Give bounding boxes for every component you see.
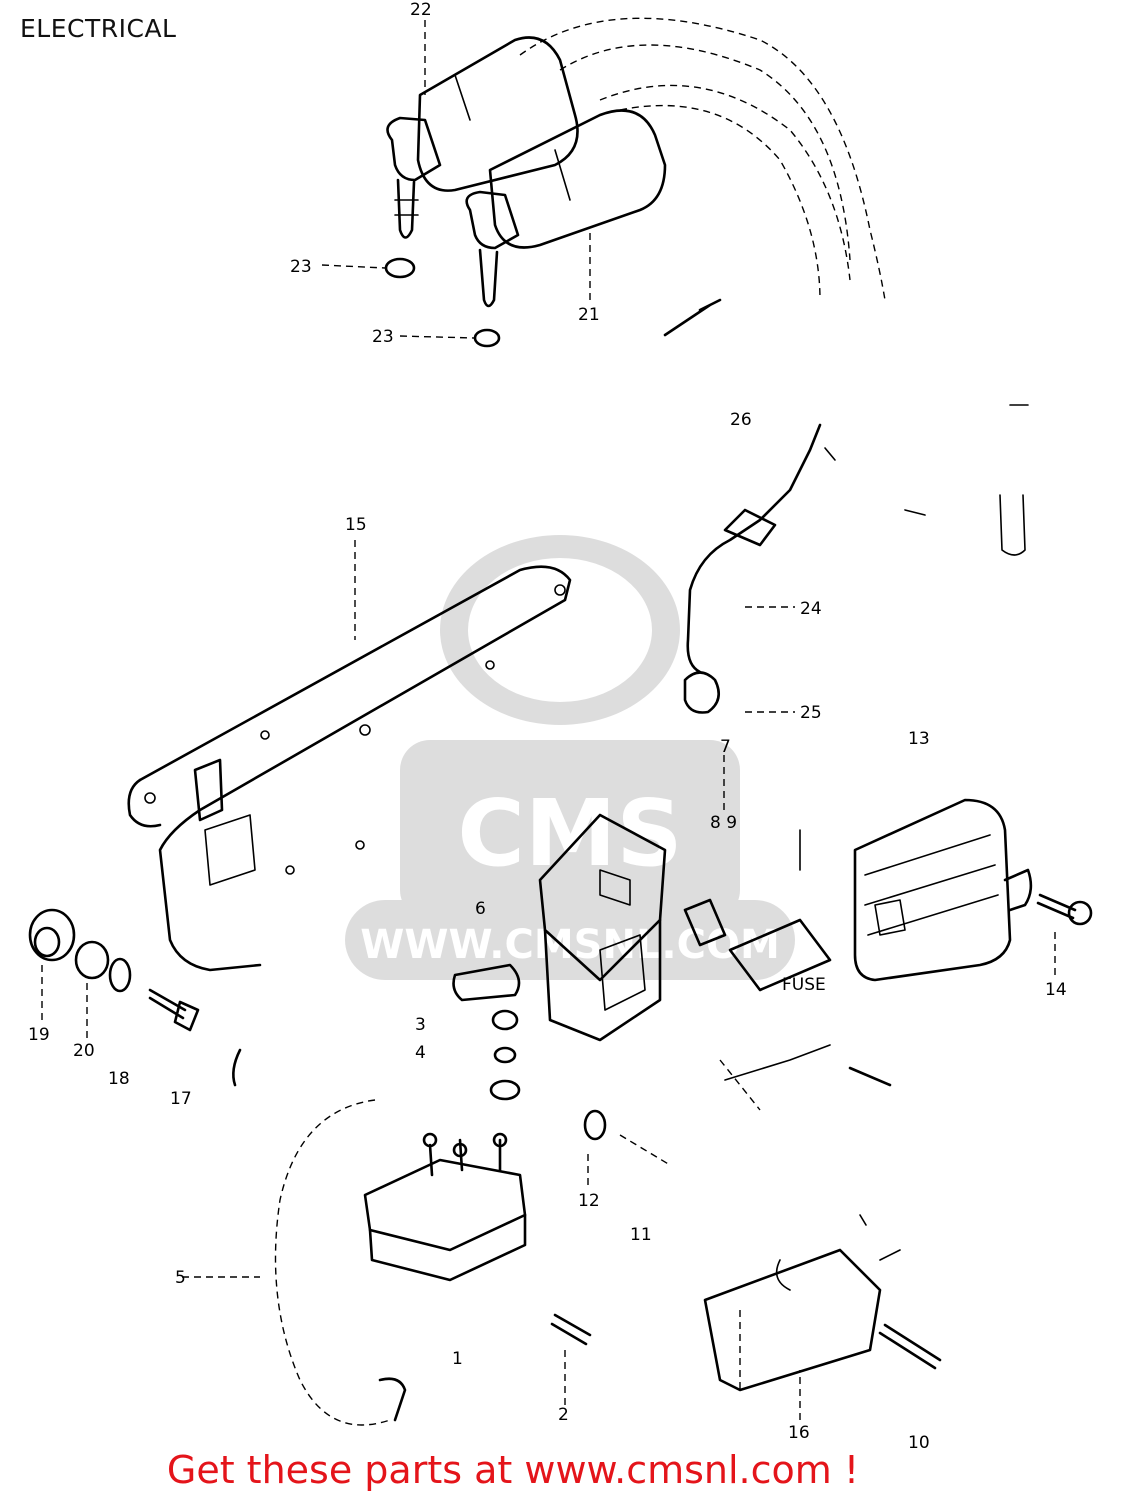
fuse-label: FUSE bbox=[782, 975, 826, 995]
electrical-mounting-plate[interactable] bbox=[127, 565, 572, 972]
part-callout-3[interactable]: 3 bbox=[415, 1015, 426, 1035]
part-callout-14[interactable]: 14 bbox=[1045, 980, 1067, 1000]
starter-relay-screw[interactable] bbox=[550, 1313, 592, 1346]
battery-case[interactable] bbox=[703, 1214, 901, 1392]
part-callout-15[interactable]: 15 bbox=[345, 515, 367, 535]
ignition-coil-front[interactable] bbox=[386, 36, 579, 239]
part-callout-24[interactable]: 24 bbox=[800, 599, 822, 619]
mounting-bolt[interactable] bbox=[148, 988, 200, 1032]
part-callout-1[interactable]: 1 bbox=[452, 1349, 463, 1369]
part-callout-7[interactable]: 7 bbox=[720, 737, 731, 757]
watermark-brand: CMS bbox=[457, 780, 682, 887]
cms-watermark-logo: CMS WWW.CMSNL.COM bbox=[345, 535, 795, 980]
part-callout-2[interactable]: 2 bbox=[558, 1405, 569, 1425]
part-callout-21[interactable]: 21 bbox=[578, 305, 600, 325]
washer[interactable] bbox=[108, 957, 132, 993]
terminal-nut-stack[interactable] bbox=[489, 1009, 521, 1101]
part-callout-11[interactable]: 11 bbox=[630, 1225, 652, 1245]
leader-lines bbox=[41, 20, 1056, 1420]
part-callout-20[interactable]: 20 bbox=[73, 1041, 95, 1061]
battery-vent-tube[interactable] bbox=[878, 1323, 942, 1370]
battery-cable[interactable] bbox=[683, 423, 836, 714]
fuse-box-assembly[interactable]: FUSE bbox=[538, 813, 832, 1111]
voltage-regulator[interactable] bbox=[799, 798, 1093, 982]
part-callout-8-9[interactable]: 8 9 bbox=[710, 813, 737, 833]
ignition-coil-rear[interactable] bbox=[465, 109, 667, 308]
part-callout-23-upper[interactable]: 23 bbox=[290, 257, 312, 277]
part-callout-22[interactable]: 22 bbox=[410, 0, 432, 20]
part-callout-10[interactable]: 10 bbox=[908, 1433, 930, 1453]
part-callout-18[interactable]: 18 bbox=[108, 1069, 130, 1089]
part-callout-26[interactable]: 26 bbox=[730, 410, 752, 430]
battery-lead[interactable] bbox=[232, 1048, 407, 1426]
starter-relay-cap[interactable] bbox=[452, 963, 521, 1002]
part-callout-13[interactable]: 13 bbox=[908, 729, 930, 749]
footer-shop-link[interactable]: Get these parts at www.cmsnl.com ! bbox=[0, 1448, 1146, 1492]
spark-plug-caps[interactable] bbox=[384, 257, 501, 348]
part-callout-4[interactable]: 4 bbox=[415, 1043, 426, 1063]
part-callout-16[interactable]: 16 bbox=[788, 1423, 810, 1443]
part-callout-19[interactable]: 19 bbox=[28, 1025, 50, 1045]
starter-relay[interactable] bbox=[363, 1132, 527, 1282]
part-callout-17[interactable]: 17 bbox=[170, 1089, 192, 1109]
part-callouts: 22 23 23 21 26 15 24 25 7 13 8 9 6 14 3 … bbox=[28, 0, 1067, 1453]
watermark-url: WWW.CMSNL.COM bbox=[360, 922, 780, 968]
footer-shop-link-text[interactable]: Get these parts at www.cmsnl.com ! bbox=[166, 1448, 860, 1492]
spacer-collar[interactable] bbox=[74, 940, 110, 980]
spring-pin[interactable] bbox=[848, 1066, 892, 1087]
section-title: ELECTRICAL bbox=[20, 14, 177, 43]
part-callout-25[interactable]: 25 bbox=[800, 703, 822, 723]
part-callout-23-lower[interactable]: 23 bbox=[372, 327, 394, 347]
part-callout-6[interactable]: 6 bbox=[475, 899, 486, 919]
rubber-grommet[interactable] bbox=[28, 908, 76, 962]
high-tension-leads bbox=[519, 17, 886, 337]
fuse-holder-clip[interactable] bbox=[583, 1109, 671, 1166]
part-callout-5[interactable]: 5 bbox=[175, 1268, 186, 1288]
terminal-bracket bbox=[904, 404, 1029, 556]
part-callout-12[interactable]: 12 bbox=[578, 1191, 600, 1211]
